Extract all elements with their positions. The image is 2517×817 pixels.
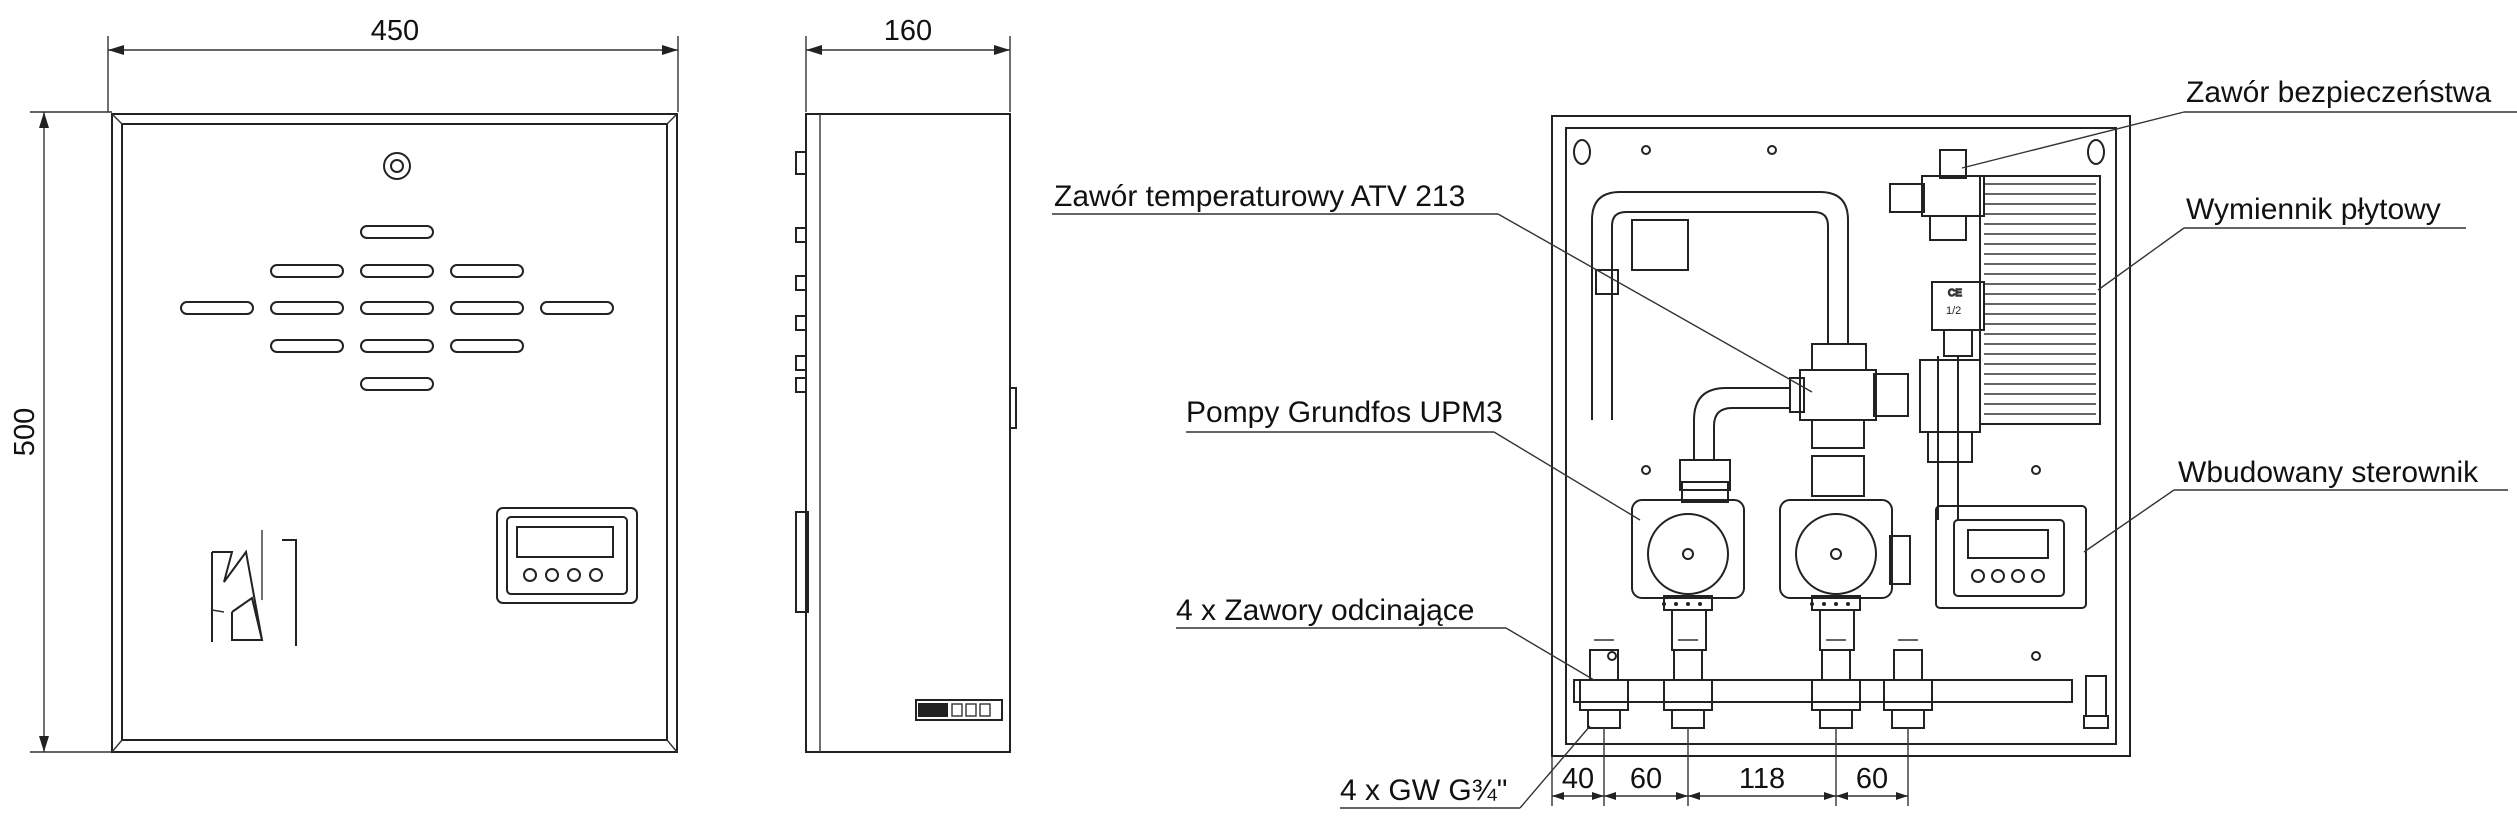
label-pumps: Pompy Grundfos UPM3: [1186, 396, 1503, 429]
dim-spacing-1: 40: [1562, 763, 1594, 795]
shutoff-valves: [1579, 639, 1933, 729]
dim-side-depth: 160: [884, 15, 932, 47]
label-safety-valve: Zawór bezpieczeństwa: [2186, 76, 2491, 109]
label-controller: Wbudowany sterownik: [2178, 456, 2479, 489]
front-controller: [496, 507, 638, 604]
dim-spacing-4: 60: [1856, 763, 1888, 795]
label-shutoff-valves: 4 x Zawory odcinające: [1176, 594, 1474, 627]
temperature-valve: [1789, 343, 1909, 497]
manufacturer-logo: [211, 530, 297, 646]
front-view: 450 500: [9, 15, 679, 753]
callouts: Zawór bezpieczeństwa Zawór temperaturowy…: [1052, 76, 2517, 809]
label-temp-valve: Zawór temperaturowy ATV 213: [1054, 180, 1465, 213]
svg-text:CE: CE: [1948, 288, 1962, 299]
safety-valve: CE 1/2: [1889, 149, 1985, 357]
valve-size-marking: 1/2: [1946, 305, 1961, 317]
interior-view: CE 1/2: [1551, 115, 2131, 806]
dim-spacing-2: 60: [1630, 763, 1662, 795]
pump-right: [1779, 499, 1911, 651]
label-heat-exchanger: Wymiennik płytowy: [2186, 193, 2441, 226]
dim-spacing-3: 118: [1739, 763, 1785, 795]
heat-exchanger: [1979, 175, 2101, 425]
built-in-controller: [1935, 505, 2087, 609]
pump-left: [1631, 499, 1745, 651]
label-connections: 4 x GW G¾": [1340, 774, 1507, 807]
dim-height: 500: [9, 408, 41, 456]
dim-front-width: 450: [371, 15, 419, 47]
side-view: 160: [795, 15, 1017, 753]
ventilation-slots: [180, 225, 614, 391]
connection-spacing: 40 60 118 60: [1551, 728, 1909, 806]
